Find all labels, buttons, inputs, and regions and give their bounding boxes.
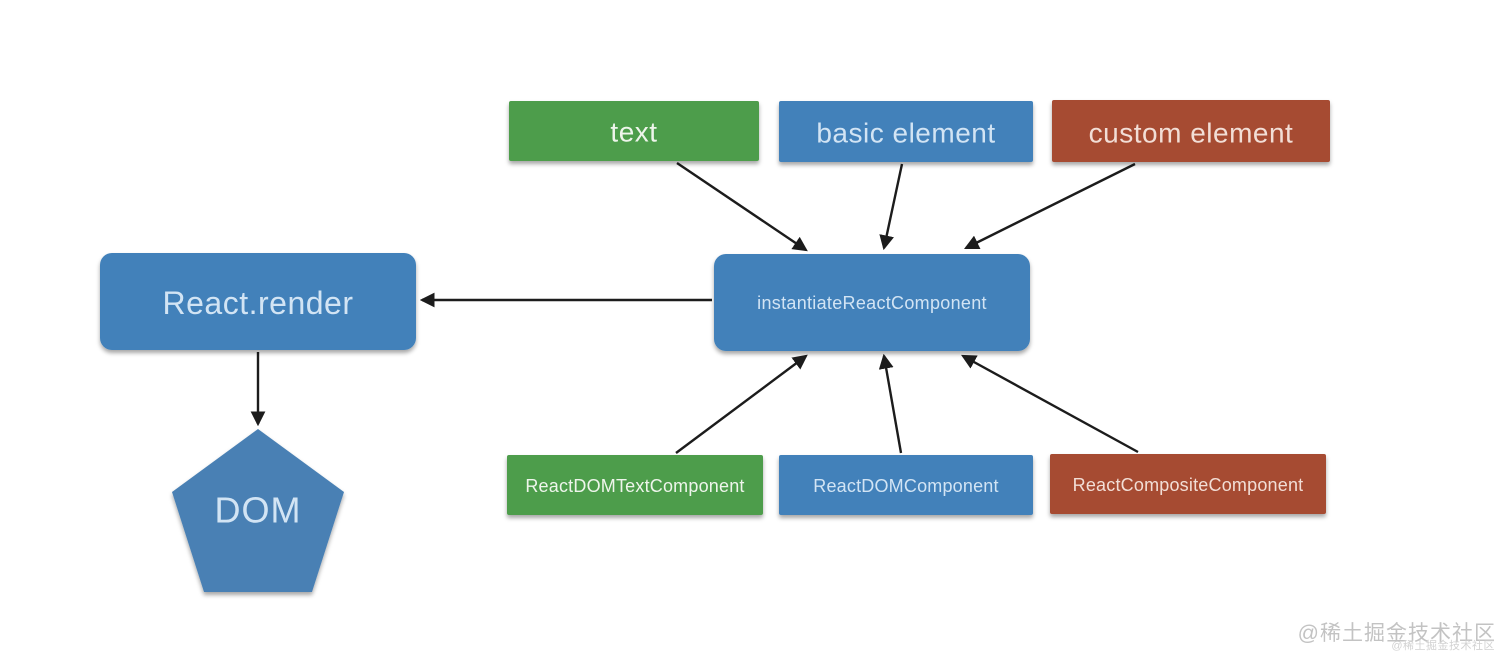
node-react-dom-component-label: ReactDOMComponent	[813, 476, 998, 496]
node-react-dom-component: ReactDOMComponent	[779, 455, 1033, 515]
node-text-label: text	[610, 117, 657, 148]
edge-reactdomtextcomponent-to-instantiate	[675, 354, 808, 454]
node-instantiate-react-component: instantiateReactComponent	[714, 254, 1030, 351]
node-basic-element: basic element	[779, 101, 1033, 162]
watermark-text: @稀土掘金技术社区	[1297, 622, 1496, 645]
edge-custom-element-to-instantiate	[964, 162, 1136, 250]
edge-reactcompositecomponent-to-instantiate	[961, 354, 1139, 454]
node-react-dom-component-box	[779, 455, 1033, 515]
node-text: text	[509, 101, 759, 161]
node-react-dom-text-component-box	[507, 455, 763, 515]
node-react-composite-component-label: ReactCompositeComponent	[1073, 475, 1304, 495]
node-react-composite-component-box	[1050, 454, 1326, 514]
node-text-box	[509, 101, 759, 161]
node-custom-element-box	[1052, 100, 1330, 162]
node-custom-element: custom element	[1052, 100, 1330, 162]
node-react-dom-text-component: ReactDOMTextComponent	[507, 455, 763, 515]
watermark-text-small: @稀土掘金技术社区	[1391, 640, 1495, 652]
edge-text-to-instantiate	[676, 162, 808, 252]
edge-basic-element-to-instantiate	[879, 163, 904, 251]
node-basic-element-label: basic element	[816, 118, 995, 149]
node-react-render-box	[100, 253, 416, 350]
node-custom-element-label: custom element	[1089, 118, 1294, 149]
node-react-dom-text-component-label: ReactDOMTextComponent	[525, 476, 744, 496]
node-react-render-label: React.render	[163, 285, 354, 321]
node-instantiate-react-component-label: instantiateReactComponent	[757, 293, 987, 313]
node-react-composite-component: ReactCompositeComponent	[1050, 454, 1326, 514]
node-dom-label: DOM	[215, 490, 302, 531]
node-instantiate-react-component-box	[714, 254, 1030, 351]
edge-reactdomcomponent-to-instantiate	[878, 353, 903, 454]
node-dom-pentagon	[172, 429, 344, 592]
node-dom: DOM	[172, 429, 344, 592]
node-basic-element-box	[779, 101, 1033, 162]
node-react-render: React.render	[100, 253, 416, 350]
